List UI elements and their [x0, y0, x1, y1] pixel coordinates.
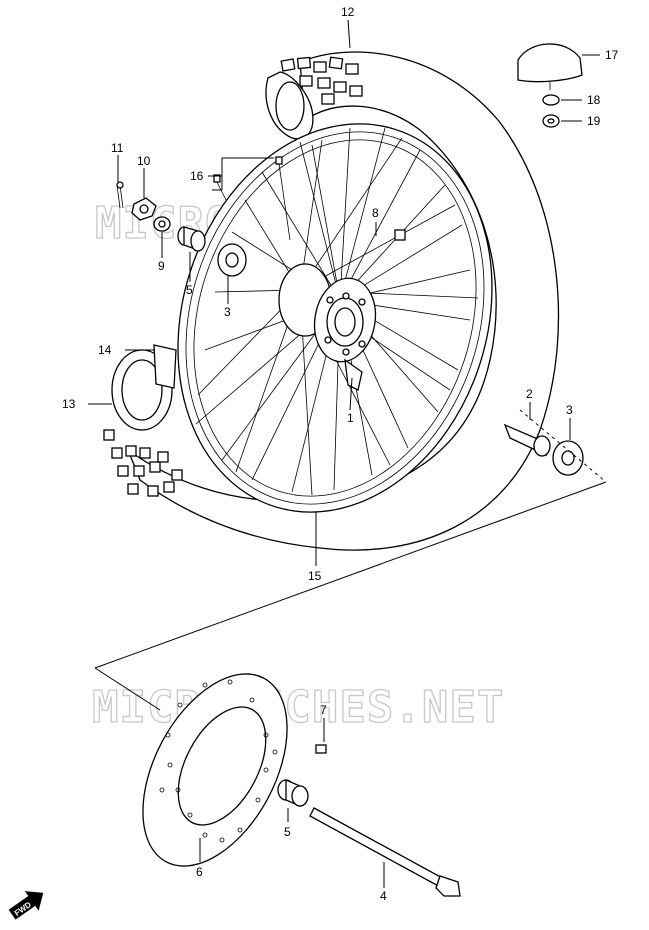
watermark-bottom: MICROFICHES.NET	[92, 682, 504, 733]
rim-band-part-14	[153, 344, 177, 389]
cotter-pin-part-11	[116, 181, 124, 209]
callout-17: 17	[605, 48, 619, 62]
callout-10: 10	[137, 154, 151, 168]
spoke-nipples-part-16	[213, 156, 291, 241]
callout-2: 2	[526, 387, 533, 401]
callout-labels: 12 17 18 19 11 10 16 8 9 5 3 14 13 1 2 3…	[62, 5, 619, 903]
tread-top	[280, 56, 363, 105]
callout-13: 13	[62, 397, 76, 411]
callout-14: 14	[98, 343, 112, 357]
nut-part-19	[542, 114, 560, 128]
tread-bottom	[103, 429, 183, 497]
spacer-part-5-bottom	[277, 779, 309, 807]
hub	[278, 263, 377, 391]
fwd-arrow-badge: FWD	[8, 891, 44, 920]
axis-plane-lines	[94, 409, 607, 711]
washer-part-9	[153, 216, 171, 232]
callout-6: 6	[196, 865, 203, 879]
tire-section-top	[265, 71, 314, 140]
callout-4: 4	[380, 889, 387, 903]
valve-cap-part-17	[517, 43, 583, 90]
callout-8: 8	[372, 206, 379, 220]
callout-5-top: 5	[186, 283, 193, 297]
callout-1: 1	[347, 411, 354, 425]
disc-bolt-part-7	[315, 744, 327, 754]
axle-part-4	[309, 807, 461, 897]
callout-18: 18	[587, 93, 601, 107]
spacer-part-5-top	[177, 226, 206, 252]
callout-5-bottom: 5	[284, 825, 291, 839]
callout-3-right: 3	[566, 403, 573, 417]
callout-7: 7	[320, 703, 327, 717]
bearing-part-3-left	[217, 243, 247, 277]
callout-19: 19	[587, 114, 601, 128]
spacer-part-2	[503, 423, 551, 457]
callout-16: 16	[190, 169, 204, 183]
callout-11: 11	[111, 141, 124, 155]
valve-nut-part-8	[394, 229, 406, 241]
callout-9: 9	[158, 259, 165, 273]
bearing-part-3-right	[552, 440, 584, 476]
leader-lines	[88, 19, 600, 888]
callout-15: 15	[308, 569, 322, 583]
callout-12: 12	[341, 5, 355, 19]
callout-3-left: 3	[224, 305, 231, 319]
washer-part-18	[542, 94, 560, 106]
brake-disc-part-6	[142, 673, 288, 867]
axle-nut-part-10	[131, 197, 157, 221]
